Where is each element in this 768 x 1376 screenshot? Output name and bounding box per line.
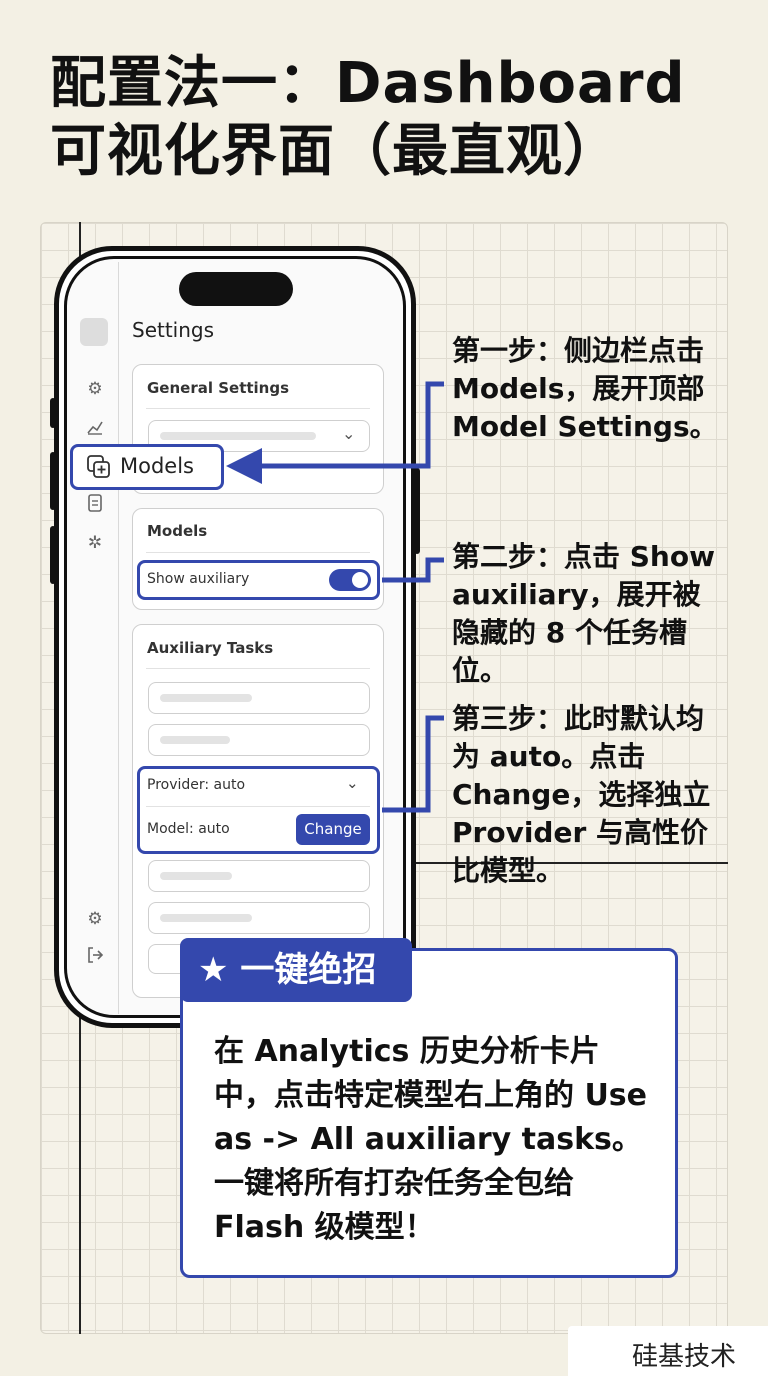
watermark: 硅基技术 <box>632 1342 737 1372</box>
avatar[interactable] <box>80 318 108 346</box>
placeholder-bar <box>160 872 232 880</box>
tip-text: 在 Analytics 历史分析卡片中，点击特定模型右上角的 Use as ->… <box>214 1034 648 1245</box>
divider <box>146 408 370 409</box>
show-auxiliary-label: Show auxiliary <box>147 571 250 587</box>
step-3-text: 第三步：此时默认均为 auto。点击 Change，选择独立 Provider … <box>452 702 711 887</box>
card-title: Auxiliary Tasks <box>147 639 274 657</box>
page-title: 配置法一：Dashboard 可视化界面（最直观） <box>50 51 686 184</box>
placeholder-bar <box>160 914 252 922</box>
chevron-down-icon: ⌄ <box>346 774 359 792</box>
chart-icon[interactable] <box>84 418 106 440</box>
phone-notch <box>179 272 293 306</box>
divider <box>146 806 370 807</box>
step-2-text: 第二步：点击 Show auxiliary，展开被隐藏的 8 个任务槽位。 <box>452 540 715 687</box>
puzzle-icon[interactable]: ✲ <box>87 533 103 553</box>
sidebar-item-label: Models <box>120 454 194 478</box>
chevron-down-icon: ⌄ <box>342 424 356 443</box>
settings-icon[interactable]: ⚙ <box>87 379 103 399</box>
sidebar-divider <box>118 262 119 1014</box>
settings-icon[interactable]: ⚙ <box>87 909 103 929</box>
placeholder-bar <box>160 694 252 702</box>
phone-button <box>414 468 420 554</box>
models-icon <box>87 455 110 478</box>
grid-rule-horizontal <box>414 862 728 864</box>
phone-button <box>50 452 56 510</box>
tip-badge: ★ 一键绝招 <box>180 938 412 1002</box>
phone-button <box>50 398 56 428</box>
divider <box>146 552 370 553</box>
card-title: General Settings <box>147 379 290 397</box>
phone-button <box>50 526 56 584</box>
watermark-box <box>568 1326 768 1376</box>
model-value: Model: auto <box>147 821 230 837</box>
placeholder-bar <box>160 736 230 744</box>
placeholder-bar <box>160 432 316 440</box>
change-button[interactable]: Change <box>296 814 370 845</box>
show-auxiliary-toggle[interactable] <box>329 569 371 591</box>
provider-select[interactable]: Provider: auto <box>147 777 246 793</box>
divider <box>146 668 370 669</box>
logout-icon[interactable] <box>84 946 106 968</box>
tip-callout <box>180 948 678 1278</box>
step-1-text: 第一步：侧边栏点击 Models，展开顶部 Model Settings。 <box>452 334 718 443</box>
document-icon[interactable] <box>84 494 106 516</box>
card-title: Models <box>147 522 208 540</box>
settings-heading: Settings <box>132 318 215 342</box>
